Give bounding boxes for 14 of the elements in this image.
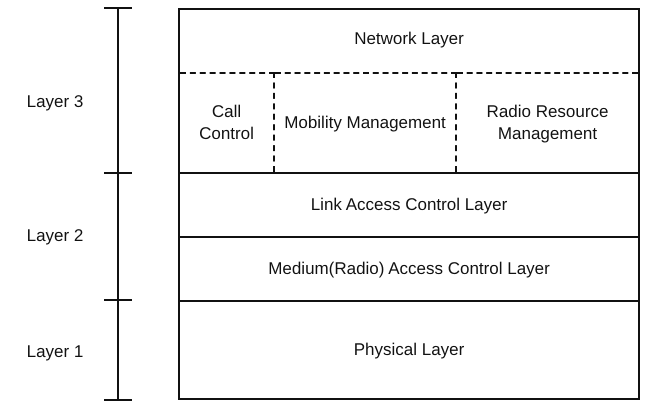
- layer-name: Network Layer: [354, 28, 464, 50]
- layer-name: Mobility Management: [283, 112, 447, 134]
- layer-name: Link Access Control Layer: [310, 194, 508, 216]
- layer-box: [178, 300, 640, 400]
- layer-name: Radio Resource Management: [486, 100, 610, 145]
- layer-box: [178, 8, 640, 174]
- layer-number-label: Layer 3: [26, 92, 84, 112]
- layer-number-label: Layer 2: [26, 226, 84, 246]
- layer-name: Physical Layer: [354, 338, 464, 361]
- layer-number-label: Layer 1: [26, 342, 84, 362]
- layer-name: Medium(Radio) Access Control Layer: [268, 258, 550, 280]
- layer-name: Call Control: [198, 100, 255, 145]
- layer-box: [178, 236, 640, 302]
- layer-box: [178, 172, 640, 238]
